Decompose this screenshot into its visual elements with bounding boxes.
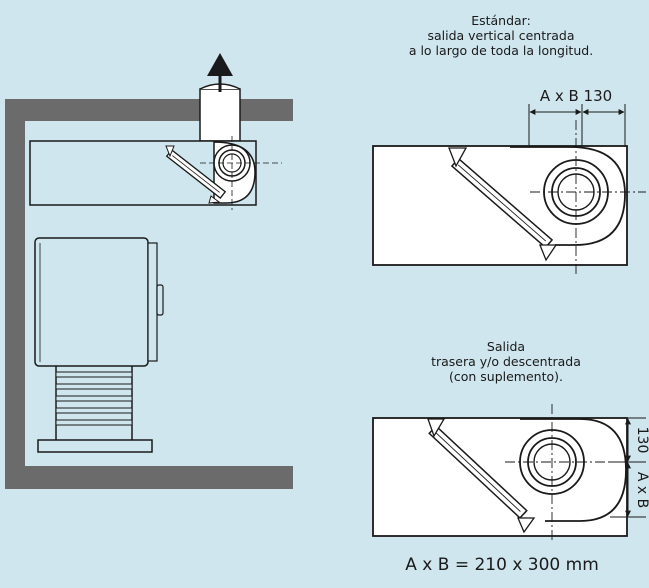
bottom-caption-line2: trasera y/o descentrada <box>431 354 581 369</box>
sauna-heater <box>34 237 164 453</box>
dimension-formula: A x B = 210 x 300 mm <box>405 555 599 575</box>
ventilation-unit-small <box>29 136 282 210</box>
floor-wall <box>5 466 293 489</box>
bottom-caption-line3: (con suplemento). <box>448 369 563 384</box>
top-caption: Estándar: salida vertical centrada a lo … <box>383 13 619 58</box>
bottom-caption: Salida trasera y/o descentrada (con supl… <box>392 339 620 384</box>
rear-outlet-drawing: 130 A x B <box>372 404 649 540</box>
bottom-caption-line1: Salida <box>486 339 526 354</box>
top-caption-line3: a lo largo de toda la longitud. <box>408 43 594 58</box>
side-wall <box>5 99 25 489</box>
bottom-dim-axb: A x B <box>634 472 649 508</box>
top-caption-line1: Estándar: <box>471 13 531 28</box>
top-dimension-label: A x B 130 <box>540 87 612 105</box>
airflow-arrow-icon <box>207 53 233 76</box>
standard-outlet-drawing: A x B 130 <box>372 87 646 276</box>
bottom-dim-130: 130 <box>634 427 649 454</box>
ceiling-wall <box>5 99 293 121</box>
exhaust-duct <box>199 83 241 142</box>
top-caption-line2: salida vertical centrada <box>427 28 575 43</box>
